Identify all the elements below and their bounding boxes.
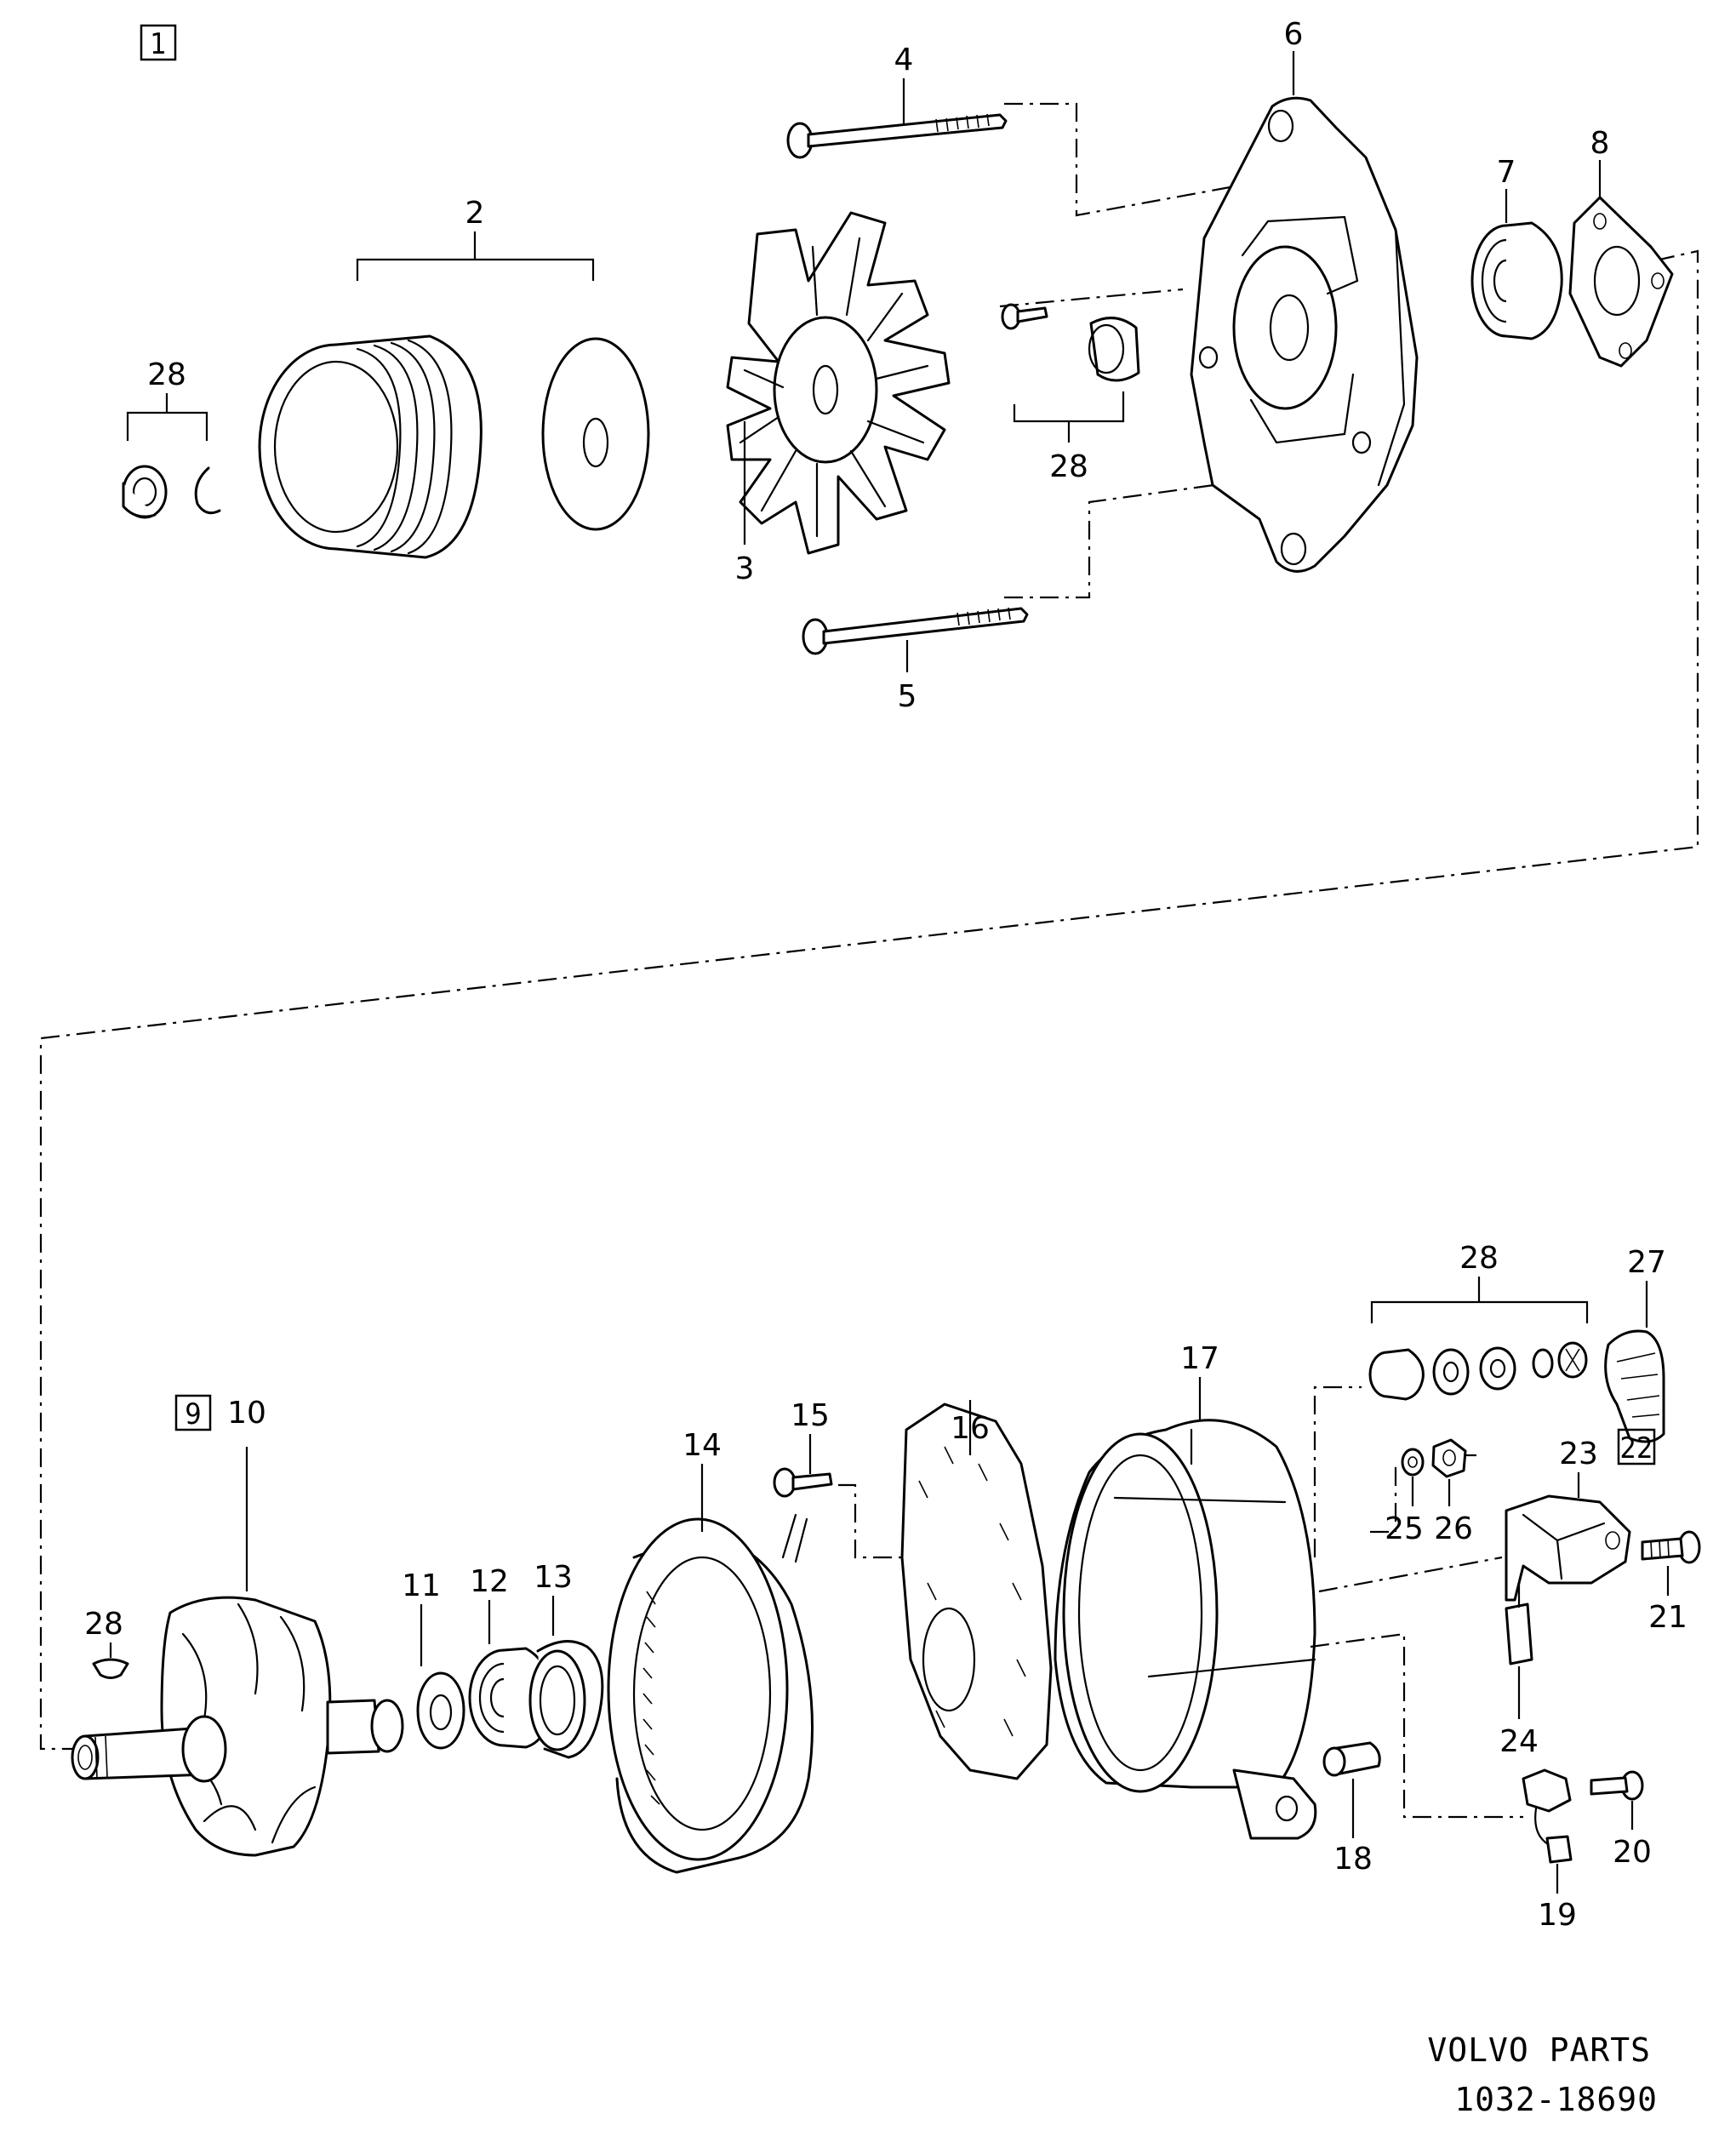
svg-text:22: 22 [1620, 1431, 1653, 1465]
callout-25: 25 [1385, 1511, 1424, 1546]
part-26-nut [1370, 1438, 1476, 1534]
callout-19: 19 [1538, 1898, 1577, 1933]
svg-text:9: 9 [185, 1397, 201, 1431]
callout-24: 24 [1499, 1724, 1539, 1759]
callout-15: 15 [791, 1398, 830, 1433]
part-28-key [92, 1643, 129, 1679]
part-28-terminal-set [1313, 1277, 1589, 1557]
footer-brand: VOLVO PARTS [1427, 2031, 1651, 2069]
part-5-bolt [802, 607, 1029, 672]
callout-13: 13 [534, 1560, 573, 1595]
callout-4: 4 [894, 43, 914, 77]
callout-20: 20 [1613, 1835, 1652, 1870]
footer: VOLVO PARTS 1032-18690 [1427, 2031, 1658, 2118]
callout-5: 5 [898, 679, 917, 714]
part-7-bearing [1470, 189, 1563, 340]
callout-labels: 4 6 2 7 8 28 3 28 5 28 27 17 15 16 14 22… [84, 17, 1687, 1933]
callout-7: 7 [1497, 155, 1516, 190]
part-11-washer [416, 1604, 465, 1750]
part-28-screw-bushing [1001, 303, 1140, 443]
assembly-centerlines-top [39, 102, 1699, 1751]
part-8-plate [1568, 160, 1674, 368]
callout-11: 11 [402, 1568, 441, 1603]
callout-27: 27 [1627, 1245, 1666, 1280]
footer-reference: 1032-18690 [1454, 2081, 1658, 2118]
svg-text:1: 1 [150, 27, 166, 61]
callout-8: 8 [1590, 126, 1610, 161]
callout-21: 21 [1648, 1600, 1687, 1635]
part-6-end-bracket [1190, 51, 1419, 573]
callout-18: 18 [1333, 1842, 1373, 1877]
section-tag-9: 9 [174, 1394, 212, 1431]
part-13-ring [528, 1596, 604, 1759]
part-20-screw [1590, 1770, 1644, 1830]
callout-28-b: 28 [1049, 449, 1088, 484]
callout-10: 10 [227, 1396, 266, 1431]
part-21-screw [1641, 1530, 1701, 1596]
part-27-boot [1604, 1281, 1665, 1443]
callout-23: 23 [1559, 1437, 1598, 1471]
callout-28-a: 28 [147, 357, 186, 392]
part-10-rotor [71, 1447, 404, 1857]
part-25-washer [1401, 1448, 1425, 1506]
part-17-housing [1054, 1377, 1317, 1840]
part-4-bolt [786, 78, 1008, 159]
callout-6: 6 [1284, 17, 1304, 52]
part-28-nut-clip [122, 393, 221, 519]
callout-12: 12 [470, 1564, 509, 1599]
part-23-brush-holder [1318, 1472, 1631, 1665]
callout-14: 14 [682, 1428, 722, 1463]
section-tag-22: 22 [1617, 1428, 1656, 1465]
part-15-screw [773, 1434, 915, 1559]
callout-3: 3 [735, 551, 755, 586]
part-16-rectifier [900, 1400, 1053, 1780]
part-18-pin [1322, 1741, 1381, 1838]
part-3-fan [726, 211, 951, 555]
part-19-brush [1310, 1632, 1573, 1894]
callout-28-d: 28 [84, 1607, 123, 1642]
callout-28-c: 28 [1459, 1241, 1499, 1276]
part-14-stator [607, 1464, 814, 1874]
callout-26: 26 [1434, 1511, 1473, 1546]
callout-2: 2 [465, 196, 485, 231]
callout-17: 17 [1180, 1341, 1219, 1376]
section-tag-1: 1 [140, 24, 177, 61]
callout-16: 16 [951, 1411, 990, 1446]
part-2-pulley [258, 231, 650, 559]
